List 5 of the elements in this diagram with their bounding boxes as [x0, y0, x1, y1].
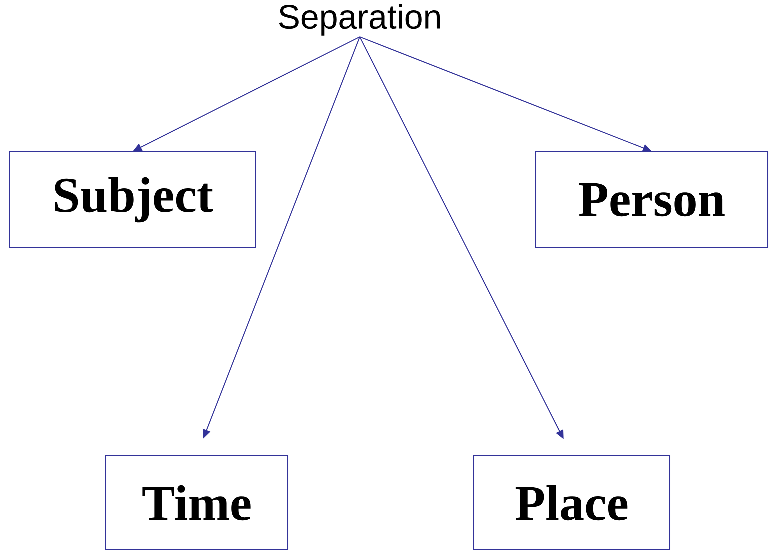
- heading-text: Separation: [279, 4, 440, 36]
- label-box: Place: [474, 456, 670, 550]
- label-box: Subject: [10, 152, 256, 248]
- label-box: Time: [106, 456, 288, 550]
- label-box: Person: [536, 152, 768, 248]
